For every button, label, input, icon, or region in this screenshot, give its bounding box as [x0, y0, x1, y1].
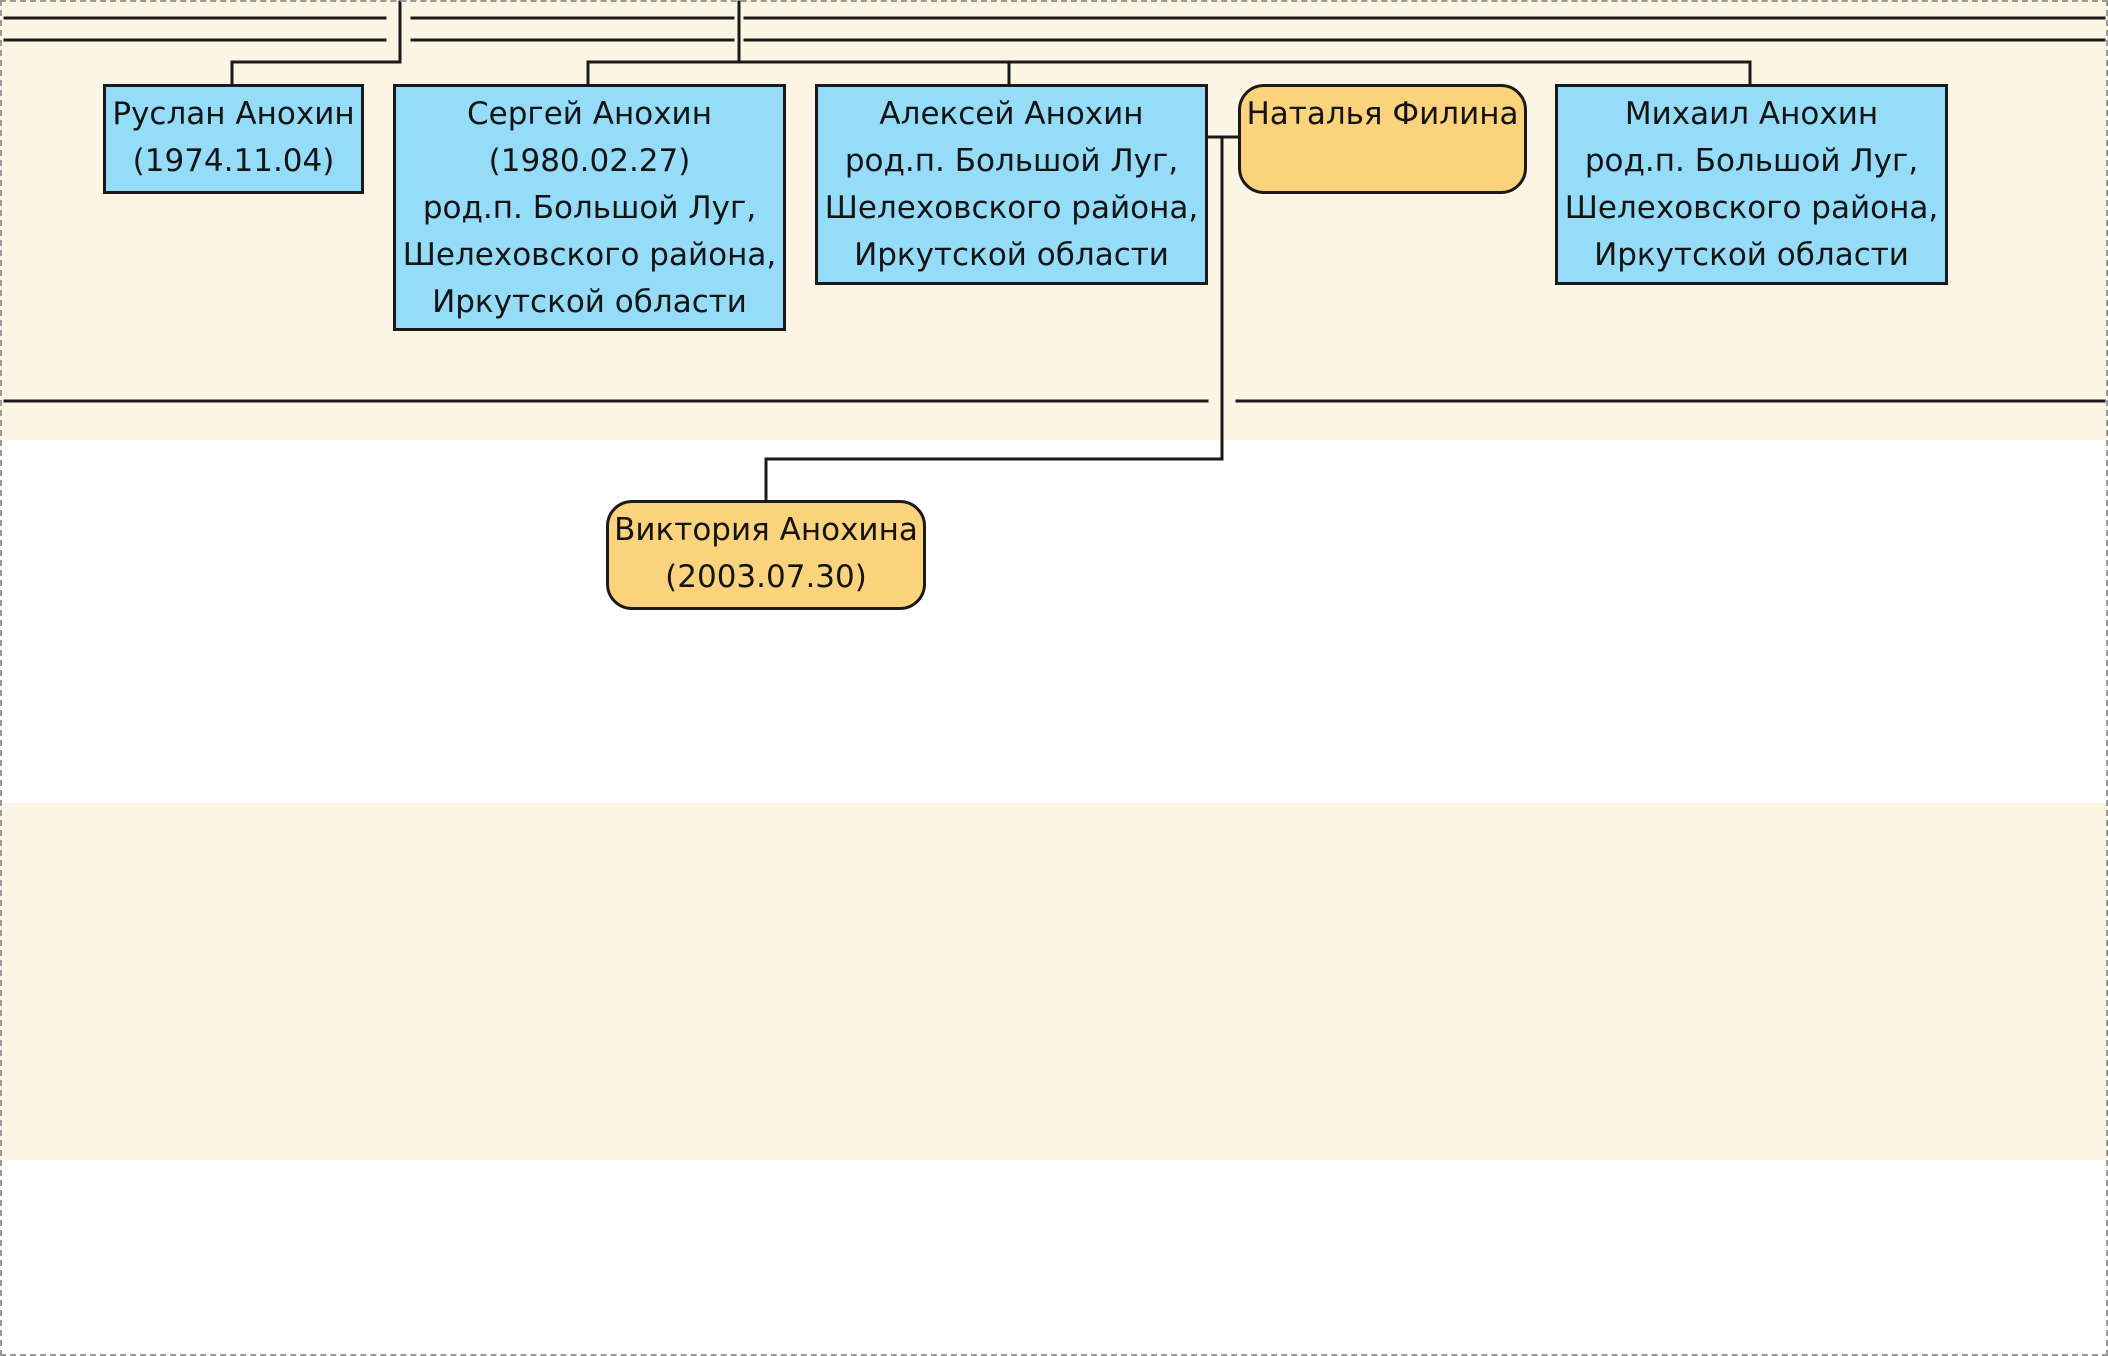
child-connector [764, 135, 1224, 502]
person-text-line: Шелеховского района, [402, 237, 777, 273]
sibling-connector [230, 60, 402, 86]
person-text-line: Руслан Анохин [112, 96, 355, 132]
person-text-line: Михаил Анохин [1624, 96, 1879, 132]
person-card-viktoriya[interactable]: Виктория Анохина (2003.07.30) [606, 500, 926, 610]
person-card-aleksey[interactable]: Алексей Анохин род.п. Большой Луг, Шелехов… [815, 84, 1208, 285]
person-card-sergey[interactable]: Сергей Анохин (1980.02.27) род.п. Большой … [393, 84, 786, 331]
person-text-line: Сергей Анохин [467, 96, 712, 132]
generation-band [0, 803, 2108, 1160]
person-text-line: (1980.02.27) [488, 143, 691, 179]
person-text-line: род.п. Большой Луг, [1584, 143, 1919, 179]
person-text-line: Иркутской области [432, 284, 747, 320]
person-card-ruslan[interactable]: Руслан Анохин (1974.11.04) [103, 84, 364, 194]
person-text-line: (1974.11.04) [132, 143, 335, 179]
person-text-line: Иркутской области [1594, 237, 1909, 273]
person-card-mikhail[interactable]: Михаил Анохин род.п. Большой Луг, Шелеховс… [1555, 84, 1948, 285]
person-text-line: Виктория Анохина [614, 512, 918, 548]
person-card-natalya[interactable]: Наталья Филина [1238, 84, 1527, 194]
person-text-line: род.п. Большой Луг, [844, 143, 1179, 179]
person-text-line: Алексей Анохин [879, 96, 1144, 132]
person-text-line: Шелеховского района, [1564, 190, 1939, 226]
person-text-line: (2003.07.30) [665, 559, 867, 595]
person-text-line: Иркутской области [854, 237, 1169, 273]
person-text-line: Наталья Филина [1246, 96, 1519, 132]
person-text-line: род.п. Большой Луг, [422, 190, 757, 226]
person-text-line: Шелеховского района, [824, 190, 1199, 226]
sibling-connector [586, 60, 1752, 86]
